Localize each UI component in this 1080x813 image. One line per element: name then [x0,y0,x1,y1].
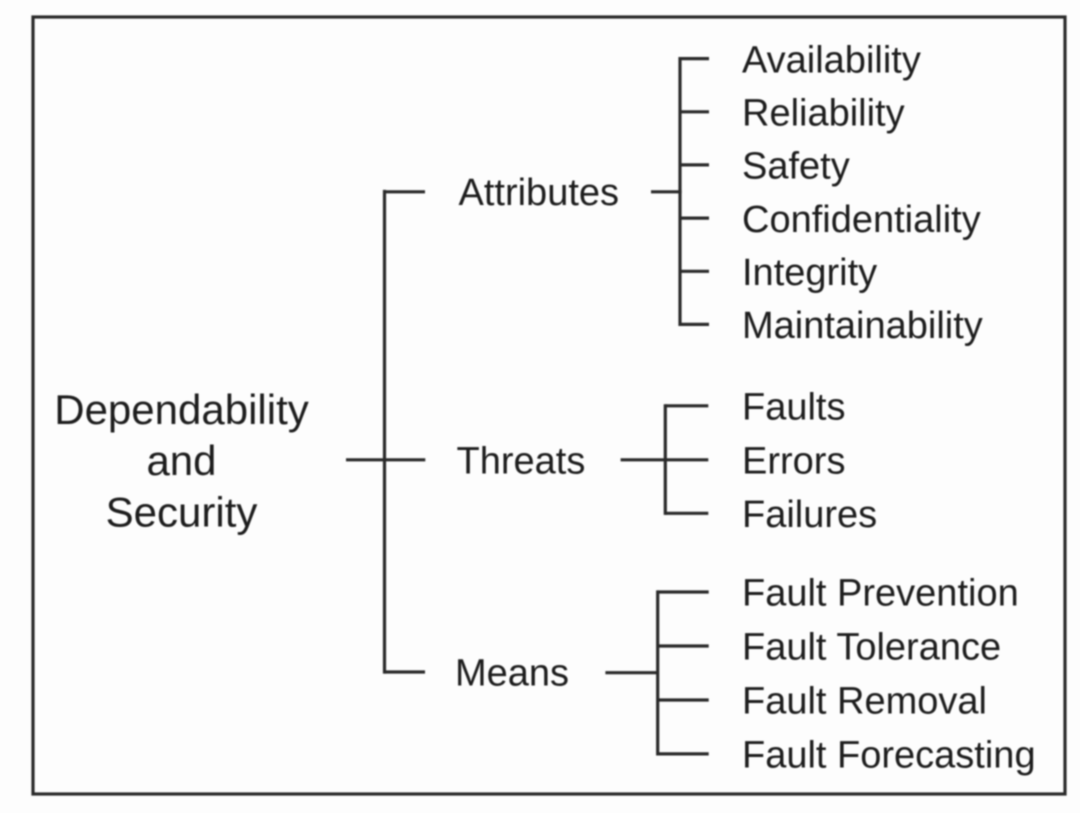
svg-text:Integrity: Integrity [742,252,877,294]
svg-text:Threats: Threats [457,441,586,483]
svg-text:and: and [146,437,216,484]
svg-text:Security: Security [106,489,258,536]
svg-text:Fault Removal: Fault Removal [742,681,987,723]
svg-text:Safety: Safety [742,146,850,188]
svg-text:Errors: Errors [742,441,845,483]
svg-text:Means: Means [455,653,569,695]
svg-text:Fault Prevention: Fault Prevention [742,573,1019,615]
svg-text:Availability: Availability [742,39,921,81]
svg-text:Fault Tolerance: Fault Tolerance [742,627,1001,669]
svg-text:Reliability: Reliability [742,93,905,135]
svg-text:Faults: Faults [742,387,845,429]
svg-text:Dependability: Dependability [54,386,309,433]
svg-text:Fault Forecasting: Fault Forecasting [742,735,1036,777]
svg-text:Confidentiality: Confidentiality [742,199,981,241]
svg-text:Maintainability: Maintainability [742,305,983,347]
svg-text:Failures: Failures [742,494,877,536]
svg-text:Attributes: Attributes [459,172,620,214]
